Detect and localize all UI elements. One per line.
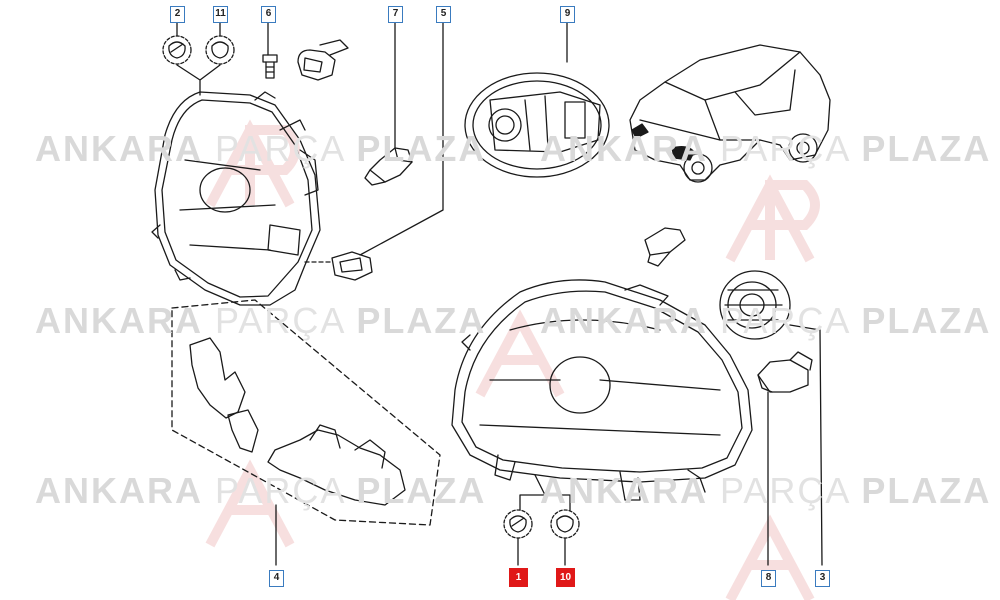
dust-cap-3-drawing [719,270,791,340]
bulb-7-drawing [364,147,413,186]
left-headlamp [151,91,321,306]
callout-10[interactable]: 10 [556,568,575,587]
bulb-10-drawing [550,509,580,539]
socket-drawing [297,39,349,81]
bulb-bracket [176,64,221,96]
clip-5-drawing [331,251,373,281]
watermark-logo [205,459,295,548]
watermark-logo [725,514,815,600]
callout-9[interactable]: 9 [560,6,575,23]
leader-3 [789,324,823,566]
screw-6-drawing [262,54,278,79]
bulb-holder-8-drawing [757,351,813,393]
bulb-11-drawing [205,35,235,65]
callout-2[interactable]: 2 [170,6,185,23]
car-illustration [629,44,831,183]
bulb-1-drawing [503,509,533,539]
callout-3[interactable]: 3 [815,570,830,587]
bulb-connector-lines [517,537,566,566]
leader-5 [359,21,444,256]
watermark-logo [475,309,565,398]
callout-5[interactable]: 5 [436,6,451,23]
callout-8[interactable]: 8 [761,570,776,587]
callout-4[interactable]: 4 [269,570,284,587]
callout-6[interactable]: 6 [261,6,276,23]
callout-1[interactable]: 1 [509,568,528,587]
inset-9-bulb-detail [464,72,610,178]
callout-7[interactable]: 7 [388,6,403,23]
bulb-right-top [644,227,686,267]
bracket-set-4 [171,299,441,526]
right-headlamp [451,279,753,501]
callout-11[interactable]: 11 [213,6,228,23]
watermark-logo [765,180,820,260]
headlamp-bracket-line [519,474,571,511]
bulb-2-drawing [162,35,192,65]
